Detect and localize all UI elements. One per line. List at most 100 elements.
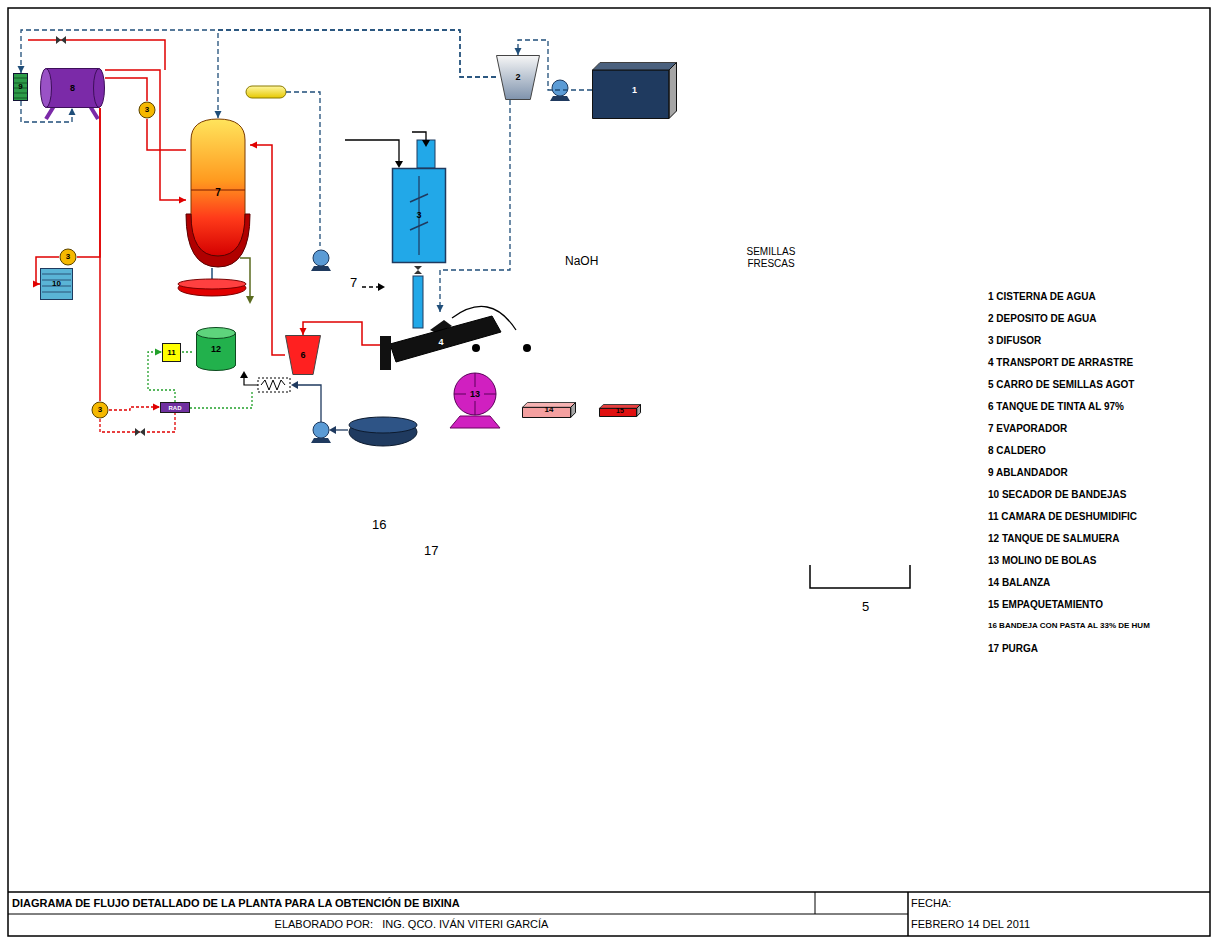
flow-connector	[437, 100, 511, 312]
seed-dot	[472, 344, 480, 352]
legend-entry: 15 EMPAQUETAMIENTO	[988, 599, 1103, 611]
dehumidifier-chamber: 11	[162, 343, 181, 362]
equipment-number: 2	[515, 73, 520, 82]
pump-symbol	[552, 80, 568, 96]
legend-entry: 9 ABLANDADOR	[988, 467, 1068, 479]
equipment-number: 3	[66, 253, 70, 261]
legend-entry: 5 CARRO DE SEMILLAS AGOT	[988, 379, 1134, 391]
flow-connector	[100, 108, 101, 401]
arrow-head	[515, 48, 522, 55]
arrow-head	[18, 66, 25, 73]
flow-line	[250, 145, 285, 355]
arrow-head	[437, 305, 444, 312]
arrow-head	[155, 349, 162, 356]
radiator: RAD	[160, 402, 190, 413]
equipment-number: 11	[167, 349, 175, 357]
water-tube	[246, 86, 286, 98]
callout-label: 5	[862, 600, 869, 615]
legend-entry: 13 MOLINO DE BOLAS	[988, 555, 1096, 567]
arrow-head	[179, 197, 186, 204]
pressure-gauge: 3	[138, 101, 156, 119]
drawing-frame	[8, 8, 1210, 936]
equipment-number: 9	[18, 83, 22, 91]
equipment-number: 3	[98, 406, 102, 414]
legend-entry: 17 PURGA	[988, 643, 1038, 655]
callout-label: SEMILLAS FRESCAS	[736, 246, 806, 269]
evaporator: 7	[186, 118, 250, 268]
title-block-text: ELABORADO POR: ING. QCO. IVÁN VITERI GAR…	[8, 918, 815, 931]
steam-return	[100, 413, 175, 432]
legend-entry: 7 EVAPORADOR	[988, 423, 1067, 435]
pump-base	[311, 266, 331, 271]
title-block-text: FECHA:	[911, 897, 951, 910]
flow-line	[218, 30, 496, 118]
valve-symbol	[414, 266, 422, 274]
packaging: 15	[599, 404, 641, 417]
flow-line	[105, 78, 147, 101]
brine-tank	[349, 417, 417, 433]
arrow-head	[33, 281, 40, 288]
valve-symbol	[56, 36, 66, 44]
callout-label: 16	[372, 518, 386, 533]
title-rule	[8, 891, 1210, 893]
scale: 14	[522, 402, 576, 418]
equipment-number: 7	[215, 188, 221, 198]
equipment-number: 10	[52, 280, 61, 288]
equipment-number: RAD	[169, 405, 182, 411]
equipment-number: 6	[300, 351, 305, 360]
brine-tank	[349, 418, 417, 446]
boiler: 8	[40, 68, 105, 108]
legend-entry: 12 TANQUE DE SALMUERA	[988, 533, 1120, 545]
arrow-head	[240, 371, 248, 378]
legend-entry: 8 CALDERO	[988, 445, 1046, 457]
steam-line	[28, 40, 165, 70]
mill-base	[450, 416, 500, 428]
equipment-number: 15	[616, 407, 624, 414]
arrow-head	[291, 381, 298, 389]
seed-dot	[523, 344, 531, 352]
flow-line	[109, 407, 160, 410]
water-softener: 9	[13, 73, 28, 101]
pump-symbol	[313, 250, 329, 266]
cooling-loop	[182, 351, 192, 352]
equipment-number: 8	[70, 84, 75, 93]
legend-entry: 2 DEPOSITO DE AGUA	[988, 313, 1096, 325]
flow-connector	[77, 108, 100, 257]
flow-connector	[250, 142, 285, 356]
arrow-head	[300, 328, 307, 335]
ball-mill: 13	[453, 372, 497, 416]
legend-entry: 16 BANDEJA CON PASTA AL 33% DE HUM	[988, 621, 1150, 630]
purge-line	[240, 258, 250, 298]
legend-entry: 14 BALANZA	[988, 577, 1050, 589]
pressure-gauge: 3	[59, 248, 77, 266]
purge-arrow	[362, 286, 378, 287]
flow-connector	[215, 30, 497, 118]
equipment-number: 12	[211, 345, 221, 354]
brine-line	[296, 385, 321, 422]
pump-base	[311, 438, 331, 443]
equipment-number: 14	[545, 406, 554, 414]
pressure-gauge: 3	[91, 401, 109, 419]
tray-dryer: 10	[40, 268, 73, 300]
flow-line	[440, 100, 510, 312]
brine-line	[334, 429, 348, 430]
water-deposit: 2	[496, 55, 540, 100]
title-rule	[815, 892, 816, 914]
valve-symbol	[135, 428, 145, 436]
callout-label: 17	[424, 544, 438, 559]
diffuser-inlet	[417, 140, 435, 168]
legend-entry: 10 SECADOR DE BANDEJAS	[988, 489, 1126, 501]
diffuser-outlet	[413, 276, 423, 328]
legend-entry: 4 TRANSPORT DE ARRASTRE	[988, 357, 1133, 369]
callout-label: NaOH	[565, 255, 598, 269]
flow-connector	[109, 404, 160, 411]
flow-line	[147, 119, 186, 150]
legend-entry: 3 DIFUSOR	[988, 335, 1041, 347]
arrow-head	[422, 140, 430, 147]
arrow-head	[215, 111, 222, 118]
flow-connector	[105, 70, 186, 204]
pump-symbol	[313, 422, 329, 438]
dye-tank: 6	[285, 335, 321, 375]
equipment-number: 3	[145, 106, 149, 114]
